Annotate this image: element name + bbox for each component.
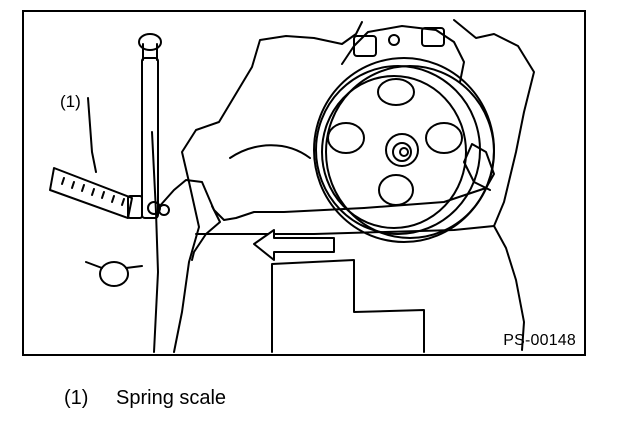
- spring-scale-body: [49, 167, 133, 219]
- pump-housing: [341, 25, 465, 83]
- engine-block-left-edge: [151, 131, 159, 353]
- support-post: [141, 57, 159, 219]
- hook-wire-lower-loop: [191, 205, 221, 261]
- pump-bolt: [388, 34, 400, 46]
- support-post-cap: [138, 33, 162, 51]
- power-steering-pump-illustration: [49, 19, 535, 353]
- wire-loop-around-pulley: [363, 143, 495, 209]
- pulley-hole-top: [377, 78, 415, 106]
- pulley-hole-bottom: [378, 174, 414, 206]
- lower-bolt: [99, 261, 129, 287]
- engine-block-inner-curve: [229, 144, 311, 159]
- pump-fitting-left: [353, 35, 377, 57]
- spring-scale-ticks: [61, 177, 125, 206]
- support-post-neck: [142, 43, 158, 61]
- engine-block-right-body: [493, 225, 525, 351]
- direction-arrow: [253, 229, 335, 261]
- spring-scale-clamp: [127, 195, 143, 219]
- spring-scale-hook-ring-2: [158, 204, 170, 216]
- caption-text: Spring scale: [116, 387, 227, 409]
- hook-wire: [157, 179, 365, 221]
- caption-number: (1): [64, 387, 89, 409]
- pulley-hub-center: [399, 147, 409, 157]
- pulley-hub-outer: [385, 133, 419, 167]
- lower-bolt-shaft: [85, 261, 143, 269]
- engine-block-outline: [173, 21, 363, 353]
- pulley-hole-left: [327, 122, 365, 154]
- engine-block-lower-step: [271, 259, 425, 353]
- pulley-hole-right: [425, 122, 463, 154]
- figure-frame: (1) PS-00148: [22, 10, 586, 356]
- pulley-hub-nut: [392, 142, 412, 162]
- pulley-groove-2: [315, 65, 481, 235]
- engine-block-top-edge: [453, 19, 535, 227]
- caption: (1) Spring scale: [64, 387, 226, 410]
- callout-label-1: (1): [60, 92, 81, 111]
- pulley-face: [321, 75, 467, 229]
- figure-code: PS-00148: [503, 332, 576, 349]
- pump-fitting-right: [421, 27, 445, 47]
- callout-leader-line: [87, 97, 97, 173]
